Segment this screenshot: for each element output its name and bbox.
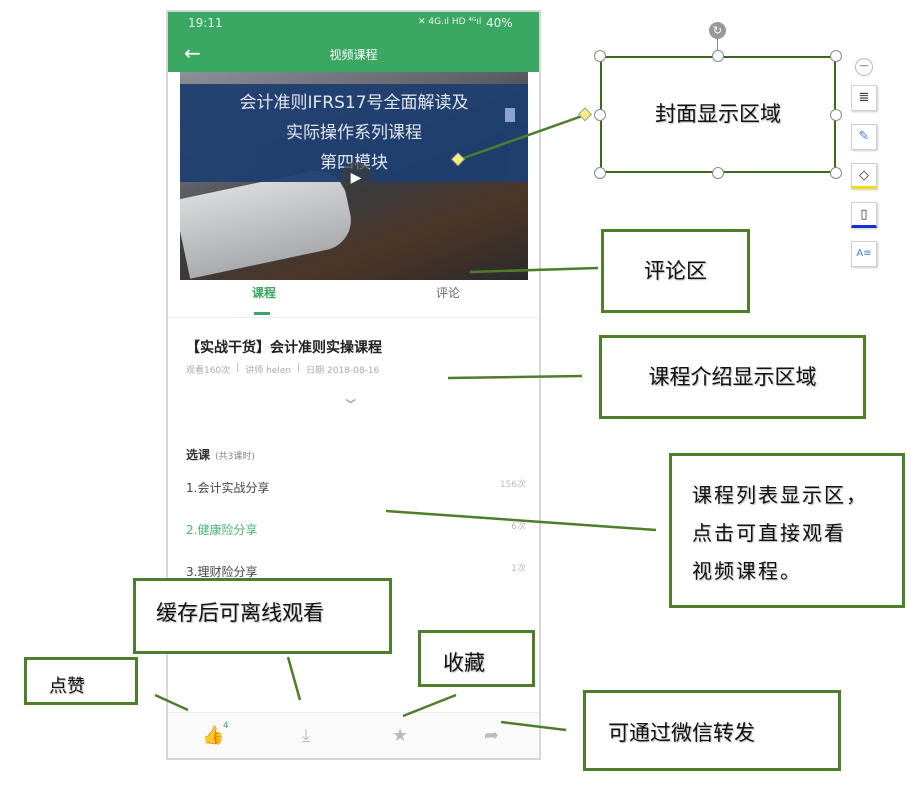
tab-bar <box>168 280 539 318</box>
resize-handle[interactable] <box>830 50 842 62</box>
resize-handle[interactable] <box>830 109 842 121</box>
adjust-handle <box>450 152 466 167</box>
pen-icon[interactable]: ✎ <box>851 124 877 150</box>
lesson-name: 3.理财险分享 <box>186 565 258 579</box>
status-icons: ✕ 4G.ıl HD ⁴ᴳıl <box>418 17 482 27</box>
lesson-views: 6次 <box>511 522 526 532</box>
status-bar: 19:11 ✕ 4G.ıl HD ⁴ᴳıl 40% <box>168 12 539 37</box>
annotation-text: 收藏 <box>443 651 485 675</box>
lesson-header-label: 选课 <box>186 448 211 462</box>
connector-share <box>500 720 567 732</box>
like-count: 4 <box>223 721 229 731</box>
lesson-item[interactable]: 3.理财险分享 1次 <box>186 561 526 580</box>
annotation-text: 点赞 <box>49 676 85 697</box>
resize-handle[interactable] <box>594 109 606 121</box>
resize-handle[interactable] <box>594 50 606 62</box>
phone-screenshot: 19:11 ✕ 4G.ıl HD ⁴ᴳıl 40% ← 视频课程 会计准则IFR… <box>166 10 541 760</box>
rotate-stem <box>717 36 718 50</box>
annotation-text: 课程介绍显示区域 <box>648 365 817 389</box>
status-time: 19:11 <box>188 16 223 30</box>
connector-list <box>385 509 657 532</box>
resize-handle[interactable] <box>712 50 724 62</box>
annotation-text: 封面显示区域 <box>655 102 781 126</box>
connector-favorite <box>402 693 457 718</box>
annotation-like[interactable]: 点赞 <box>24 657 138 705</box>
video-cover[interactable]: 会计准则IFRS17号全面解读及 实际操作系列课程 第四模块 ▶ <box>180 72 528 280</box>
annotation-text: 评论区 <box>644 259 707 283</box>
connector-intro <box>447 374 583 380</box>
annotation-text: 点击可直接观看 <box>692 521 846 545</box>
tab-course[interactable]: 课程 <box>252 286 277 300</box>
annotation-text: 课程列表显示区， <box>692 483 868 507</box>
lesson-name: 2.健康险分享 <box>186 523 258 537</box>
annotation-cover[interactable]: 封面显示区域 <box>600 56 836 173</box>
resize-handle[interactable] <box>594 167 606 179</box>
app-bar: ← 视频课程 <box>168 37 539 72</box>
outline-icon[interactable]: ▯ <box>851 202 877 228</box>
fill-color-icon[interactable]: ◇ <box>851 163 877 189</box>
annotation-cache[interactable]: 缓存后可离线观看 <box>133 578 392 654</box>
annotation-text: 可通过微信转发 <box>608 721 755 745</box>
wrap-text-icon[interactable]: ≣ <box>851 85 877 111</box>
connector-cover <box>457 113 586 162</box>
cover-title-band: 会计准则IFRS17号全面解读及 实际操作系列课程 第四模块 <box>180 84 528 182</box>
course-meta: 观看160次| 讲师 helen| 日期 2018-08-16 <box>186 363 380 376</box>
bottom-action-bar: 👍 4 ⤓ ★ ➦ <box>168 712 539 758</box>
collapse-minus-icon[interactable]: − <box>855 58 873 76</box>
text-box-icon[interactable]: A≡ <box>851 241 877 267</box>
lesson-header: 选课 (共3课时) <box>186 444 255 463</box>
connector-comments <box>469 266 599 274</box>
annotation-share[interactable]: 可通过微信转发 <box>583 690 841 771</box>
play-icon[interactable]: ▶ <box>340 162 372 194</box>
lesson-item-active[interactable]: 2.健康险分享 6次 <box>186 519 526 538</box>
lesson-item[interactable]: 1.会计实战分享 156次 <box>186 477 526 496</box>
annotation-list[interactable]: 课程列表显示区， 点击可直接观看 视频课程。 <box>669 453 905 608</box>
lesson-name: 1.会计实战分享 <box>186 481 270 495</box>
tab-comments[interactable]: 评论 <box>436 286 461 300</box>
battery-level: 40% <box>486 16 513 30</box>
expand-chevron-icon[interactable]: ⌄ <box>339 388 362 407</box>
connector-like <box>154 693 189 712</box>
thumbs-up-icon[interactable]: 👍 <box>202 725 225 746</box>
date: 日期 2018-08-16 <box>306 366 380 376</box>
share-icon[interactable]: ➦ <box>484 725 500 746</box>
page-title: 视频课程 <box>329 48 378 62</box>
cover-title-line: 会计准则IFRS17号全面解读及 <box>239 93 469 113</box>
download-icon[interactable]: ⤓ <box>302 725 310 746</box>
annotation-text: 视频课程。 <box>692 559 802 583</box>
resize-handle[interactable] <box>830 167 842 179</box>
teacher: 讲师 helen <box>245 366 292 376</box>
annotation-text: 缓存后可离线观看 <box>156 601 324 625</box>
course-title: 【实战干货】会计准则实操课程 <box>186 340 382 356</box>
back-arrow-icon[interactable]: ← <box>184 41 201 65</box>
annotation-comments[interactable]: 评论区 <box>601 229 750 313</box>
annotation-intro[interactable]: 课程介绍显示区域 <box>599 335 866 419</box>
lesson-views: 156次 <box>499 480 526 490</box>
star-icon[interactable]: ★ <box>392 725 409 746</box>
connector-cache <box>286 656 302 701</box>
view-count: 观看160次 <box>186 366 231 376</box>
document-icon[interactable] <box>505 108 515 122</box>
lesson-count: (共3课时) <box>215 452 255 462</box>
lesson-views: 1次 <box>511 564 526 574</box>
annotation-favorite[interactable]: 收藏 <box>418 630 535 687</box>
adjust-handle <box>577 107 593 122</box>
rotate-icon[interactable]: ↻ <box>709 22 726 39</box>
tab-indicator <box>254 312 270 315</box>
resize-handle[interactable] <box>712 167 724 179</box>
cover-title-line: 实际操作系列课程 <box>286 123 422 143</box>
